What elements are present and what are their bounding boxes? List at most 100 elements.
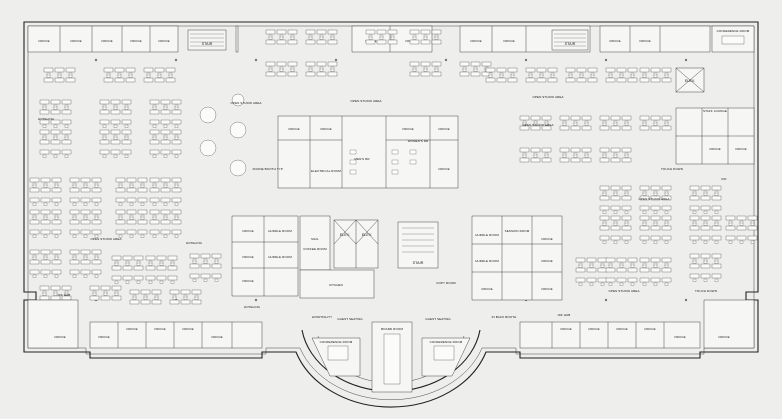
workstation-desk (115, 187, 126, 193)
workstation-desk (140, 299, 151, 305)
chair (608, 282, 613, 286)
chair (703, 260, 708, 264)
chair (279, 36, 284, 40)
workstation-desk (99, 139, 110, 145)
workstation-desk (610, 147, 621, 153)
rotunda-rooms (311, 321, 471, 393)
chair (168, 74, 173, 78)
workstation-desk (171, 197, 182, 203)
chair (92, 292, 97, 296)
chair (630, 74, 635, 78)
workstation-desk (639, 267, 650, 273)
chair (64, 106, 69, 110)
chair (562, 154, 567, 158)
workstation-desk (126, 219, 137, 225)
workstation-desk (627, 277, 638, 283)
workstation-desk (200, 253, 211, 259)
workstation-desk (639, 257, 650, 263)
chair (94, 274, 99, 278)
chair (664, 192, 669, 196)
chair (124, 136, 129, 140)
chair (319, 36, 324, 40)
board-room-label: BOARD ROOM (381, 327, 403, 331)
chair (664, 282, 669, 286)
chair (72, 256, 77, 260)
workstation-desk (91, 209, 102, 215)
workstation-desk (365, 39, 376, 45)
workstation-desk (149, 209, 160, 215)
workstation-desk (91, 269, 102, 275)
workstation-desk (305, 71, 316, 77)
workstation-desk (519, 125, 530, 131)
workstation-desk (661, 185, 672, 191)
workstation-desk (125, 67, 136, 73)
workstation-desk (276, 71, 287, 77)
chair (148, 280, 153, 284)
chair (368, 36, 373, 40)
workstation-desk (89, 285, 100, 291)
chair (602, 210, 607, 214)
workstation-desk (576, 67, 587, 73)
workstation-desk (171, 187, 182, 193)
chair (83, 202, 88, 206)
chair (129, 202, 134, 206)
workstation-desk (700, 273, 711, 279)
chair (83, 234, 88, 238)
chair (53, 136, 58, 140)
workstation-desk (689, 195, 700, 201)
office-label: OFFICE (288, 127, 300, 131)
chair (114, 280, 119, 284)
workstation-desk (736, 225, 747, 231)
chair (163, 202, 168, 206)
workstation-desk (316, 61, 327, 67)
chair (113, 136, 118, 140)
workstation-desk (536, 67, 547, 73)
workstation-desk (65, 67, 76, 73)
workstation-desk (661, 77, 672, 83)
chair (42, 292, 47, 296)
chair (32, 184, 37, 188)
in-back-booth-label: IN BACK BOOTH (492, 315, 517, 319)
workstation-desk (420, 29, 431, 35)
workstation-desk (711, 215, 722, 221)
chair (83, 216, 88, 220)
chair (64, 136, 69, 140)
chair (714, 260, 719, 264)
office-label: OFFICE (38, 39, 50, 43)
chair (602, 154, 607, 158)
workstation-desk (171, 229, 182, 235)
chair (152, 136, 157, 140)
workstation-desk (650, 215, 661, 221)
chair (714, 222, 719, 226)
chair (53, 106, 58, 110)
chair (522, 122, 527, 126)
workstation-desk (191, 289, 202, 295)
workstation-desk (621, 147, 632, 153)
chair (163, 136, 168, 140)
workstation-desk (610, 225, 621, 231)
chair (590, 74, 595, 78)
chair (113, 154, 118, 158)
workstation-desk (51, 187, 62, 193)
workstation-desk (115, 229, 126, 235)
chair (664, 222, 669, 226)
chair (203, 260, 208, 264)
workstation-desk (211, 253, 222, 259)
workstation-desk (69, 219, 80, 225)
workstation-desk (200, 273, 211, 279)
workstation-desk (621, 125, 632, 131)
chair (268, 36, 273, 40)
workstation-desk (276, 61, 287, 67)
workstation-desk (50, 139, 61, 145)
workstation-desk (180, 289, 191, 295)
workstation-desk (80, 177, 91, 183)
workstation-desk (327, 71, 338, 77)
chair (613, 210, 618, 214)
chair (102, 136, 107, 140)
workstation-desk (61, 109, 72, 115)
chair (602, 122, 607, 126)
office-label: OFFICE (242, 229, 254, 233)
chair (159, 280, 164, 284)
workstation-desk (110, 149, 121, 155)
workstation-desk (470, 61, 481, 67)
